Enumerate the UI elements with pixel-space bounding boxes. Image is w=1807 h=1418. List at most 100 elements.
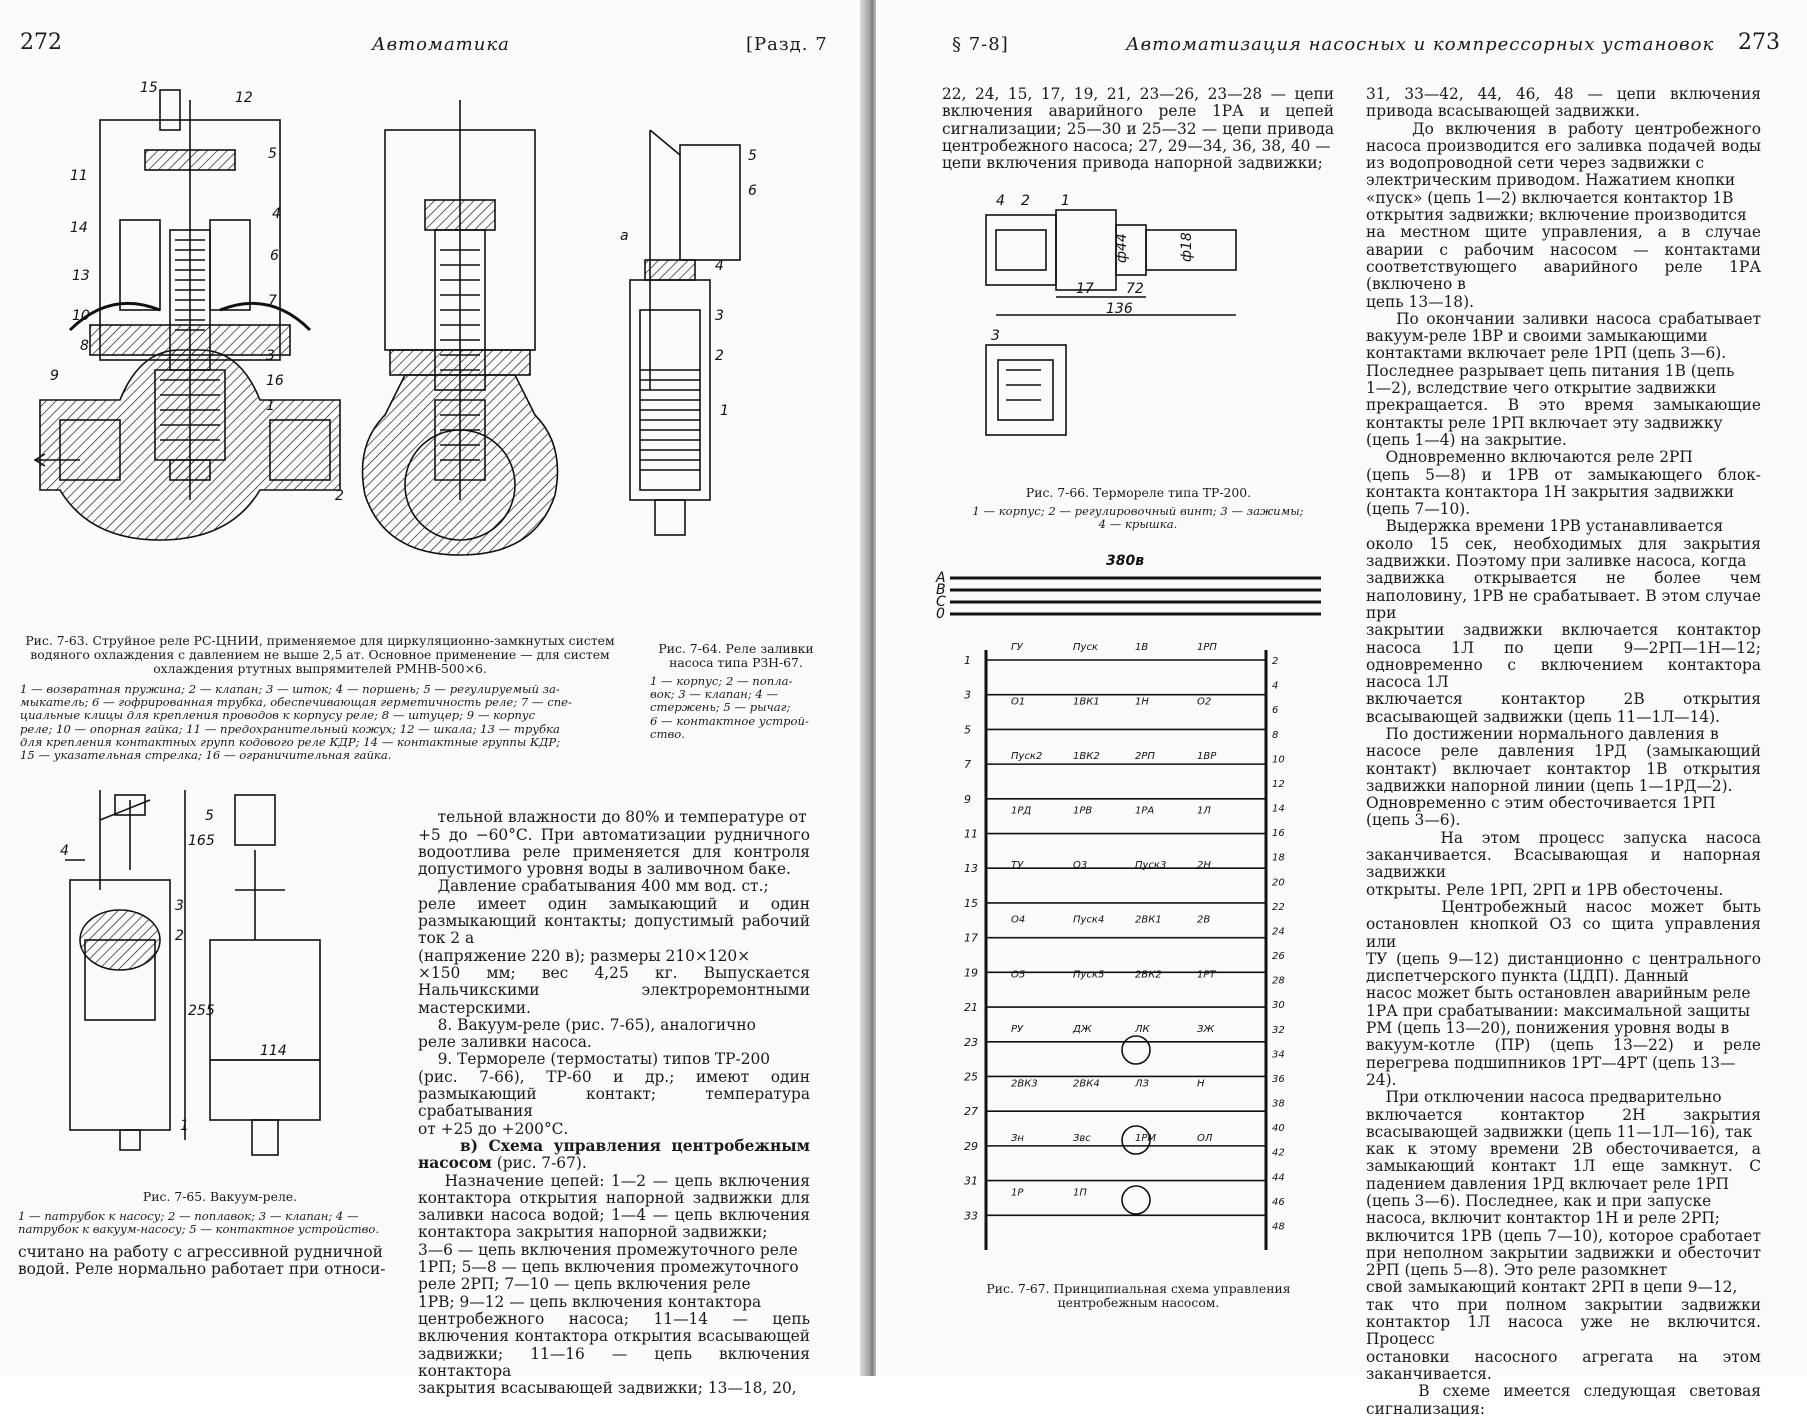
schematic-element-label: 2РП — [1135, 751, 1155, 762]
schematic-element-label: 1ВК2 — [1073, 751, 1100, 762]
right-circuit-number: 8 — [1272, 730, 1278, 741]
schematic-element-label: Н — [1197, 1078, 1205, 1089]
schematic-element-label: ДЖ — [1072, 1024, 1093, 1035]
schematic-element-label: Пуск3 — [1135, 860, 1166, 871]
schematic-element-label: 2ВК4 — [1073, 1078, 1100, 1089]
fig63-label: 2 — [335, 488, 344, 504]
fig65-label: 255 — [188, 1003, 215, 1019]
schematic-element-label: 1П — [1073, 1187, 1087, 1198]
schematic-element-label: 2ВК1 — [1135, 915, 1162, 926]
left-circuit-number: 25 — [964, 1070, 978, 1083]
fig63-label: 16 — [266, 373, 284, 389]
schematic-element-label: 1Л — [1197, 806, 1211, 817]
fig65-label: 5 — [205, 808, 214, 824]
schematic-element-label: 1РП — [1197, 642, 1217, 653]
schematic-element-label: 1Р — [1011, 1187, 1024, 1198]
schematic-element-label: Пуск5 — [1073, 969, 1104, 980]
right-circuit-number: 6 — [1272, 705, 1278, 716]
schematic-element-label: Пуск — [1073, 642, 1098, 653]
left-circuit-number: 5 — [964, 723, 971, 736]
schematic-element-label: ГУ — [1011, 642, 1024, 653]
schematic-element-label: Пуск4 — [1073, 915, 1104, 926]
right-circuit-number: 12 — [1272, 779, 1285, 790]
fig65-label: 1 — [180, 1118, 189, 1134]
fig66-label: ф18 — [1179, 232, 1195, 262]
schematic-element-label: О3 — [1073, 860, 1087, 871]
right-circuit-number: 24 — [1272, 926, 1285, 937]
schematic-element-label: 1ВР — [1197, 751, 1217, 762]
fig63-label: 13 — [72, 268, 90, 284]
fig65-label: 3 — [175, 898, 184, 914]
fig63-label: 5 — [268, 146, 277, 162]
schematic-element-label: 1РВ — [1073, 806, 1092, 817]
left-circuit-number: 21 — [964, 1001, 978, 1014]
fig66-label: 136 — [1106, 301, 1133, 317]
running-title: Автоматика — [372, 34, 510, 55]
right-circuit-number: 46 — [1272, 1197, 1285, 1208]
body-text-col2: 31, 33—42, 44, 46, 48 — цепи включения п… — [1366, 85, 1761, 1418]
right-circuit-number: 40 — [1272, 1123, 1285, 1134]
figure-7-66-thermorelay: 4 2 1 3 ф44 ф18 17 72 136 — [985, 193, 1237, 436]
left-circuit-number: 31 — [964, 1175, 978, 1188]
right-circuit-number: 4 — [1272, 681, 1278, 692]
fig63-label: 9 — [50, 368, 59, 384]
right-circuit-number: 20 — [1272, 877, 1285, 888]
schematic-element-label: О2 — [1197, 697, 1211, 708]
body-paragraph: тельной влажности до 80% и температуре о… — [418, 808, 810, 1138]
fig66-label: 3 — [991, 328, 1000, 344]
fig64-legend: 1 — корпус; 2 — попла- вок; 3 — клапан; … — [650, 674, 809, 741]
schematic-element-label: ОЛ — [1197, 1133, 1213, 1144]
right-circuit-numbers: 2468101214161820222426283032343638404244… — [1272, 656, 1285, 1232]
running-title: Автоматизация насосных и компрессорных у… — [1126, 34, 1715, 55]
left-circuit-number: 27 — [964, 1105, 978, 1118]
schematic-element-label: Звс — [1073, 1133, 1091, 1144]
right-page: § 7-8] Автоматизация насосных и компресс… — [876, 0, 1807, 1417]
schematic-element-label: Зн — [1011, 1133, 1024, 1144]
fig65-label: 4 — [60, 843, 69, 859]
schematic-element-label: ТУ — [1011, 860, 1024, 871]
fig63-label: 12 — [235, 90, 253, 106]
schematic-element-label: РУ — [1011, 1024, 1024, 1035]
right-circuit-number: 28 — [1272, 976, 1285, 987]
fig63-label: 10 — [72, 308, 90, 324]
fig65-label: 114 — [260, 1043, 287, 1059]
left-circuit-number: 7 — [964, 758, 971, 771]
fig66-label: 17 — [1076, 281, 1094, 297]
fig66-legend: 1 — корпус; 2 — регулировочный винт; 3 —… — [972, 504, 1304, 532]
right-circuit-number: 2 — [1272, 656, 1278, 667]
fig66-caption: Рис. 7-66. Термореле типа ТР-200. — [1025, 485, 1252, 500]
left-circuit-number: 19 — [964, 966, 978, 979]
fig63-label: 3 — [266, 348, 275, 364]
left-circuit-number: 11 — [964, 828, 978, 841]
fig63-label: 4 — [272, 206, 281, 222]
fig65-caption: Рис. 7-65. Вакуум-реле. — [142, 1189, 298, 1204]
fig63-label: 1 — [266, 398, 275, 414]
figure-7-64-pump-fill-relay: 5 6 а 4 3 2 1 — [620, 129, 757, 536]
section-heading-ref: (рис. 7-67). — [491, 1154, 587, 1173]
schematic-element-label: 2Н — [1197, 860, 1211, 871]
fig63-caption: Рис. 7-63. Струйное реле РС-ЦНИИ, примен… — [25, 633, 615, 676]
page-number: 272 — [20, 30, 62, 55]
fig64-label: 2 — [715, 348, 724, 364]
schematic-element-label: ЗЖ — [1197, 1024, 1215, 1035]
figure-7-63-jet-relay: 15 12 11 5 4 14 6 13 10 7 8 9 3 16 1 2 — [33, 80, 559, 556]
phase-buses — [950, 576, 1321, 616]
fig65-label: 2 — [175, 928, 184, 944]
fig64-label: 4 — [715, 258, 724, 274]
schematic-rungs — [986, 659, 1266, 1217]
left-circuit-number: 3 — [964, 689, 971, 702]
fig63-label: 14 — [70, 220, 88, 236]
fig66-label: 2 — [1021, 193, 1030, 209]
right-circuit-number: 38 — [1272, 1099, 1285, 1110]
schematic-element-label: 2ВК2 — [1135, 969, 1162, 980]
fig64-label: 3 — [715, 308, 724, 324]
left-page: 272 Автоматика [Разд. 7 15 12 11 5 4 14 … — [0, 0, 868, 1397]
fig66-label: ф44 — [1114, 233, 1130, 263]
schematic-element-label: 1РА — [1135, 806, 1154, 817]
schematic-element-label: ЛЗ — [1134, 1078, 1150, 1089]
schematic-element-label: 1Н — [1135, 697, 1149, 708]
schematic-element-label: О1 — [1011, 697, 1025, 708]
